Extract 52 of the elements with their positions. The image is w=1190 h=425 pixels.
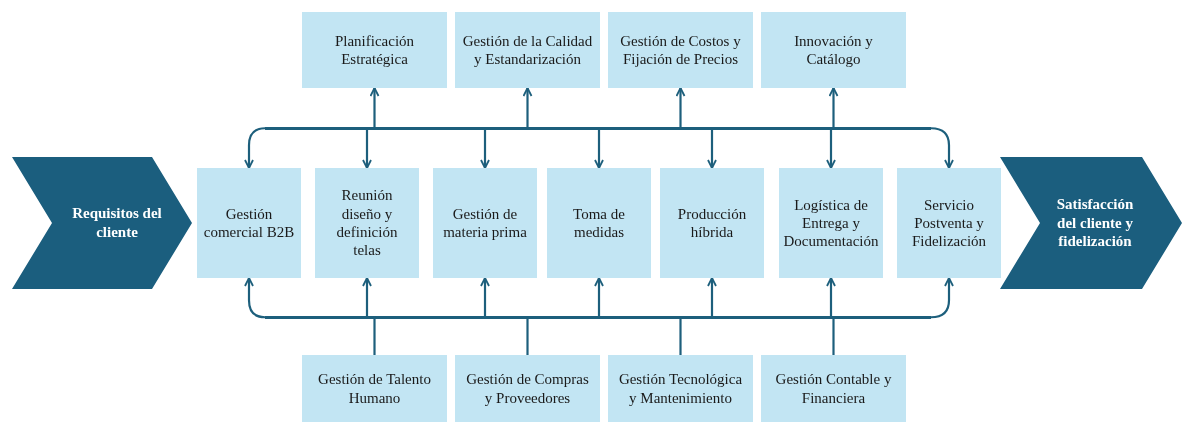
arrow — [675, 87, 686, 127]
chevron-label: Satisfacción del cliente y fidelización — [1055, 194, 1135, 252]
process-box — [608, 12, 753, 88]
arrow — [480, 129, 490, 169]
process-box — [302, 12, 447, 88]
chevron-arrow — [12, 157, 192, 289]
chevron-label: Requisitos del cliente — [71, 204, 163, 242]
process-box — [302, 355, 447, 422]
box-label: Reunión diseño y definición telas — [335, 186, 399, 260]
box-label: Gestión Tecnológica y Mantenimiento — [617, 370, 744, 407]
process-box — [761, 355, 906, 422]
box-label: Gestión de la Calidad y Estandarización — [461, 31, 594, 69]
process-box — [455, 355, 600, 422]
arrow — [522, 87, 533, 127]
arrow — [369, 87, 380, 127]
arrow — [826, 129, 836, 169]
box-label: Gestión comercial B2B — [203, 204, 295, 242]
box-label: Logística de Entrega y Documentación — [783, 195, 879, 251]
box-label: Gestión de Talento Humano — [317, 370, 432, 407]
arrow — [930, 277, 954, 319]
arrow — [828, 87, 839, 127]
arrow — [826, 277, 836, 316]
box-label: Gestión de Costos y Fijación de Precios — [619, 31, 742, 69]
box-label: Gestión de materia prima — [442, 204, 528, 242]
process-box — [315, 168, 419, 278]
box-label: Planificación Estratégica — [333, 31, 416, 69]
box-label: Gestión Contable y Financiera — [774, 370, 893, 407]
chevron-arrow — [1000, 157, 1182, 289]
process-box — [197, 168, 301, 278]
arrow — [594, 277, 604, 316]
arrow — [707, 129, 717, 169]
arrow — [362, 277, 372, 316]
process-box — [660, 168, 764, 278]
box-label: Innovación y Catálogo — [793, 31, 874, 69]
arrow — [707, 277, 717, 316]
arrow — [930, 127, 954, 169]
process-box — [455, 12, 600, 88]
box-label: Producción híbrida — [676, 204, 748, 242]
arrow — [480, 277, 490, 316]
box-label: Servicio Postventa y Fidelización — [910, 195, 988, 251]
bus-line — [265, 316, 931, 319]
process-box — [433, 168, 537, 278]
bus-line — [265, 127, 931, 130]
arrow — [362, 129, 372, 169]
process-box — [761, 12, 906, 88]
process-box — [779, 168, 883, 278]
process-box — [547, 168, 651, 278]
box-label: Gestión de Compras y Proveedores — [465, 370, 590, 407]
process-box — [897, 168, 1001, 278]
box-label: Toma de medidas — [572, 204, 626, 242]
process-box — [608, 355, 753, 422]
arrow — [594, 129, 604, 169]
